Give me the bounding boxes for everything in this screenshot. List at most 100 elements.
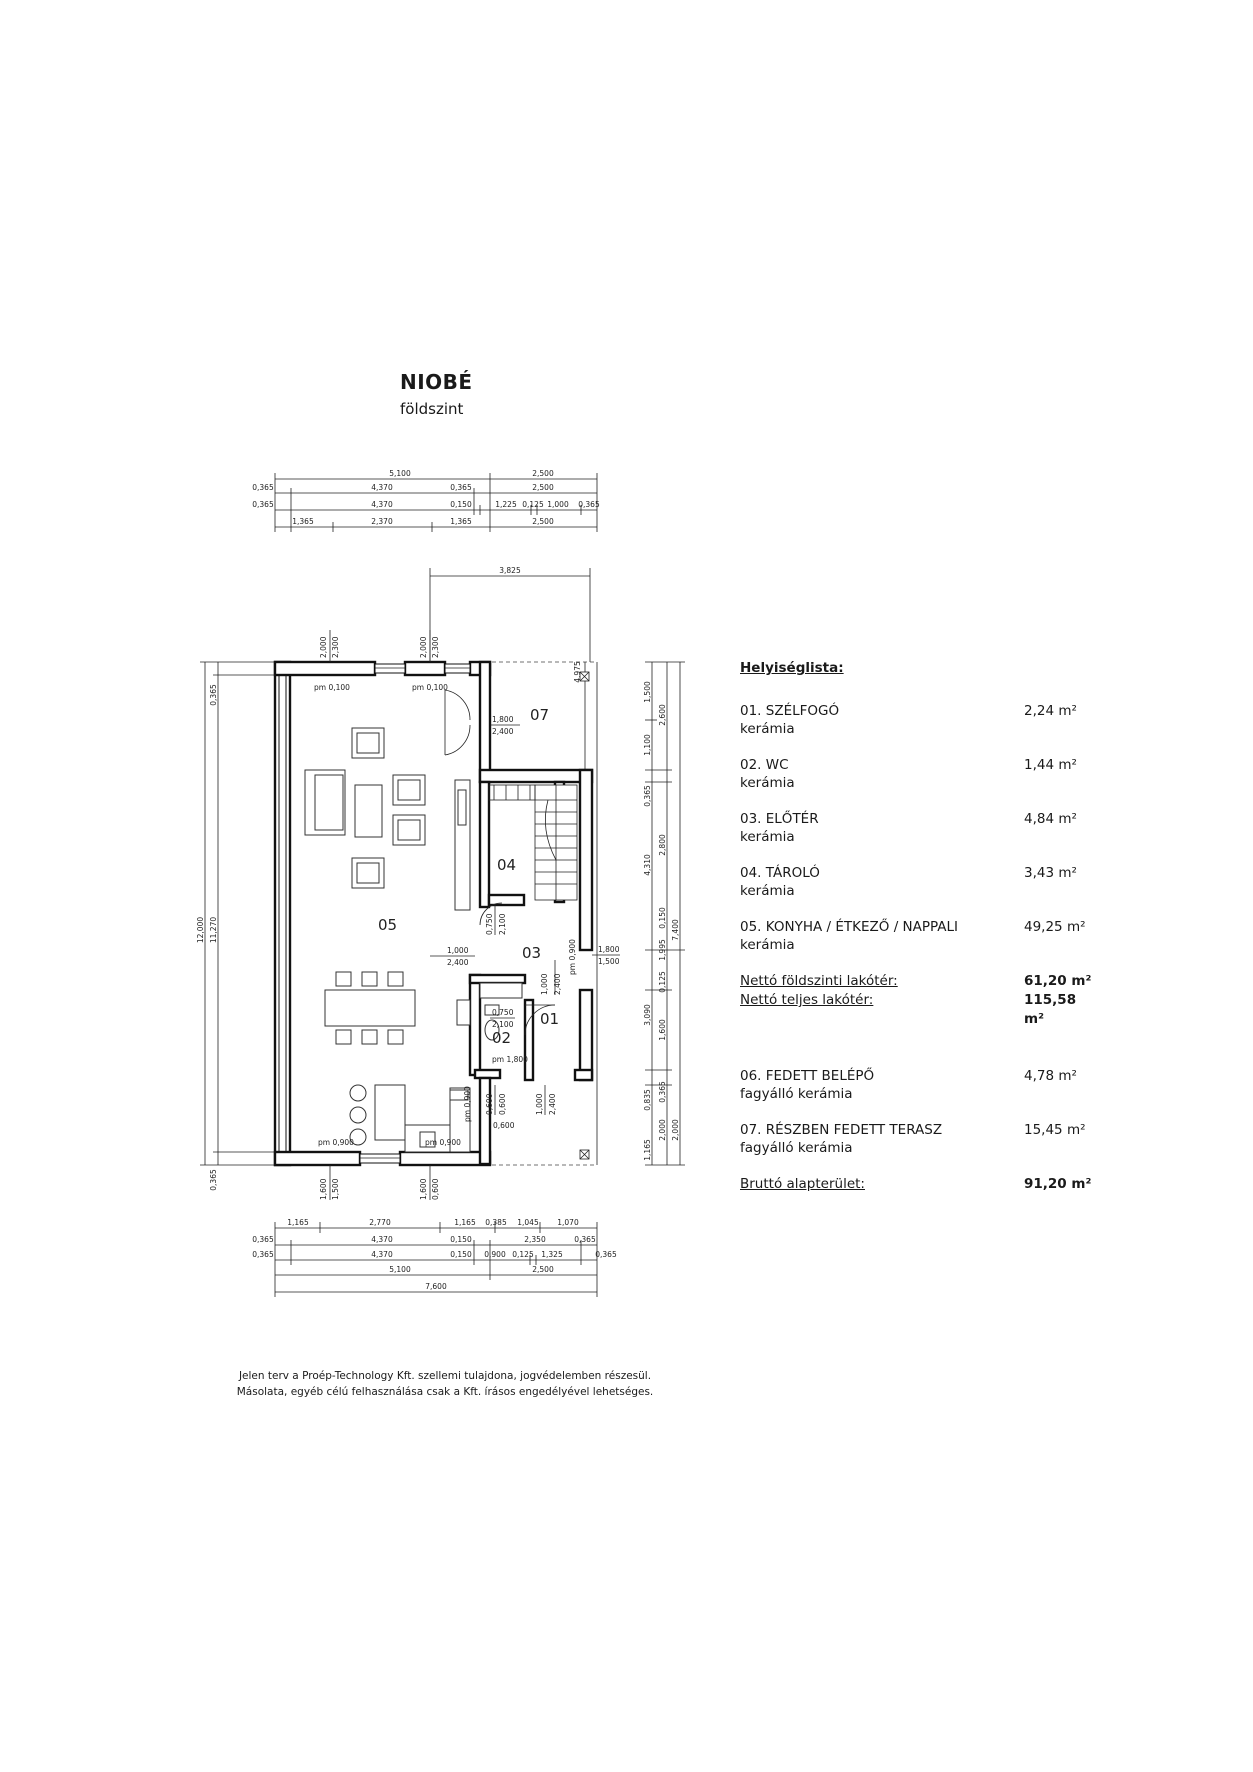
room-name: 07. RÉSZBEN FEDETT TERASZ	[740, 1122, 943, 1138]
left-dimensions: 12,000 11,270 0,365 0,365	[196, 661, 275, 1191]
dim-text: 1,100	[643, 734, 652, 756]
copyright-line: Jelen terv a Proép-Technology Kft. szell…	[238, 1370, 652, 1382]
dim-text: 0,365	[252, 1250, 274, 1259]
net-area-totals: Nettó földszinti lakótér:61,20 m² Nettó …	[740, 972, 1100, 1029]
dim-text: 2,000	[671, 1119, 680, 1141]
dim-text: 1,165	[287, 1218, 309, 1227]
dim-text: 0,125	[658, 971, 667, 993]
room-label-02: 02	[492, 1029, 511, 1047]
room-floor: kerámia	[740, 775, 795, 791]
dim-text: pm 0,900	[568, 939, 577, 975]
dim-text: 0,365	[658, 1081, 667, 1103]
room-label-04: 04	[497, 856, 516, 874]
dim-text: 1,000	[447, 946, 469, 955]
dim-text: 12,000	[196, 917, 205, 943]
dim-text: 2,350	[524, 1235, 546, 1244]
dim-text: 1,045	[517, 1218, 539, 1227]
dim-text: 0,900	[484, 1250, 506, 1259]
room-label-07: 07	[530, 706, 549, 724]
dim-text: 2,370	[371, 517, 393, 526]
dim-text: 0,125	[512, 1250, 534, 1259]
room-name: 05. KONYHA / ÉTKEZŐ / NAPPALI	[740, 919, 959, 935]
dim-text: 4,370	[371, 500, 393, 509]
plan-subtitle: földszint	[400, 400, 464, 418]
dim-text: 0,365	[252, 1235, 274, 1244]
dim-text: 0,150	[450, 500, 472, 509]
room-entry: 05. KONYHA / ÉTKEZŐ / NAPPALI 49,25 m² ke…	[740, 918, 1100, 953]
dim-text: 2,600	[658, 704, 667, 726]
dim-text: 1,600	[319, 1178, 328, 1200]
dim-text: 7,400	[671, 919, 680, 941]
room-area: 4,78 m²	[1024, 1068, 1077, 1084]
dim-text: 1,000	[535, 1093, 544, 1115]
dim-text: 11,270	[209, 917, 218, 943]
dim-text: 1,600	[658, 1019, 667, 1041]
room-floor: kerámia	[740, 721, 795, 737]
net-ground-label: Nettó földszinti lakótér:	[740, 973, 898, 989]
dim-text: 0,365	[595, 1250, 617, 1259]
dim-text: 0,150	[450, 1235, 472, 1244]
dim-text: pm 0,100	[412, 683, 448, 692]
dim-text: 0,365	[578, 500, 600, 509]
dim-text: 0,750	[485, 913, 494, 935]
dim-text: 1,500	[331, 1178, 340, 1200]
gross-area-total: Bruttó alapterület:91,20 m²	[740, 1175, 1100, 1194]
room-area: 3,43 m²	[1024, 865, 1077, 881]
dim-text: 2,500	[532, 517, 554, 526]
dim-text: 2,400	[492, 727, 514, 736]
room-list-heading: Helyiséglista:	[740, 660, 844, 676]
dim-text: 1,600	[419, 1178, 428, 1200]
dim-text: 2,500	[532, 1265, 554, 1274]
room-floor: fagyálló kerámia	[740, 1140, 853, 1156]
room-area: 2,24 m²	[1024, 703, 1077, 719]
dim-text: 0,600	[431, 1178, 440, 1200]
dim-text: 1,995	[658, 939, 667, 961]
dim-text: 0,600	[498, 1093, 507, 1115]
room-name: 06. FEDETT BELÉPŐ	[740, 1068, 875, 1084]
room-area: 49,25 m²	[1024, 919, 1086, 935]
gross-label: Bruttó alapterület:	[740, 1176, 865, 1192]
dim-text: 1,000	[547, 500, 569, 509]
dim-text: 1,500	[643, 681, 652, 703]
dim-text: 0,750	[492, 1008, 514, 1017]
dim-text: 0,365	[450, 483, 472, 492]
dim-text: 2,400	[553, 973, 562, 995]
dim-text: pm 0,100	[314, 683, 350, 692]
dim-text: 0,150	[658, 907, 667, 929]
dim-text: 2,100	[492, 1020, 514, 1029]
room-floor: kerámia	[740, 829, 795, 845]
dim-text: pm 1,800	[492, 1055, 528, 1064]
room-floor: kerámia	[740, 937, 795, 953]
furniture	[304, 727, 523, 1153]
dim-text: pm 0,900	[463, 1086, 472, 1122]
dim-text: 4,310	[643, 854, 652, 876]
room-area: 4,84 m²	[1024, 811, 1077, 827]
top-dimensions: 5,100 2,500 0,365 4,370 0,365 2,500 0,36…	[252, 469, 600, 532]
net-total-value: 115,58 m²	[1024, 992, 1077, 1027]
walls	[273, 660, 594, 1167]
dim-text: 2,500	[532, 483, 554, 492]
room-name: 02. WC	[740, 757, 789, 773]
doors	[444, 689, 556, 1036]
room-label-03: 03	[522, 944, 541, 962]
dim-text: 5,100	[389, 1265, 411, 1274]
dim-text: 5,100	[389, 469, 411, 478]
copyright-notice: Jelen terv a Proép-Technology Kft. szell…	[200, 1368, 690, 1400]
bottom-dimensions: 1,165 2,770 1,165 0,385 1,045 1,070 0,36…	[252, 1218, 617, 1297]
net-total-label: Nettó teljes lakótér:	[740, 992, 874, 1008]
dim-text: 4,975	[573, 661, 582, 683]
copyright-line: Másolata, egyéb célú felhasználása csak …	[236, 1386, 654, 1398]
room-name: 04. TÁROLÓ	[740, 865, 820, 881]
room-name: 01. SZÉLFOGÓ	[740, 703, 840, 719]
dim-text: 2,000	[658, 1119, 667, 1141]
dim-text: 2,000	[319, 636, 328, 658]
dim-text: 2,000	[419, 636, 428, 658]
dim-text: 0,365	[252, 500, 274, 509]
dim-text: 1,500	[598, 957, 620, 966]
dim-text: 3,090	[643, 1004, 652, 1026]
